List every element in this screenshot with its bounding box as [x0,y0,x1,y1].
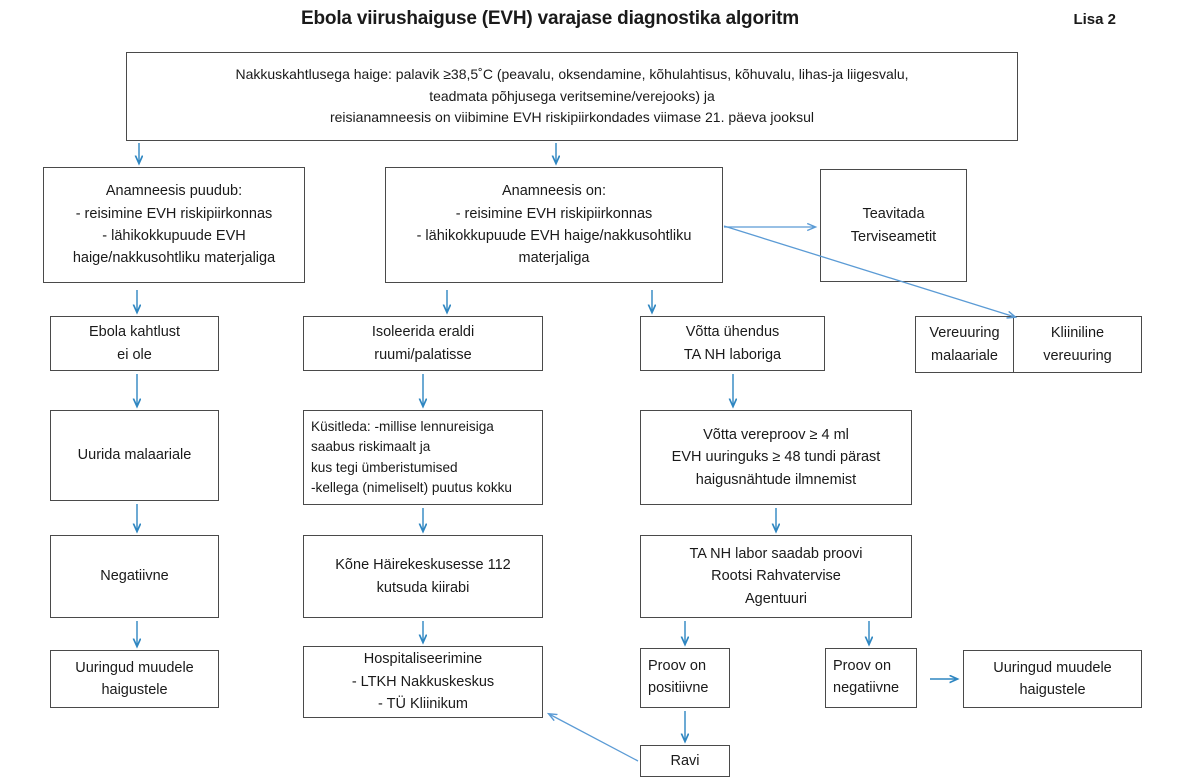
node-blood-test-malaria[interactable]: Vereuuring malaariale [915,316,1014,373]
node-line: Kliiniline [1050,325,1105,342]
annex-label: Lisa 2 [1073,11,1116,28]
node-sample-negative[interactable]: Proov on negatiivne [825,648,917,708]
node-line: saabus riskimaalt ja [311,439,431,455]
node-lab-sends-sample[interactable]: TA NH labor saadab proovi Rootsi Rahvate… [640,535,912,618]
page-title: Ebola viirushaiguse (EVH) varajase diagn… [301,8,799,29]
node-line: - reisimine EVH riskipiirkonnas [455,205,653,222]
node-line: positiivne [648,680,709,696]
node-other-diseases-left[interactable]: Uuringud muudele haigustele [50,650,219,708]
node-line: TA NH labor saadab proovi [689,545,863,562]
node-isolate[interactable]: Isoleerida eraldi ruumi/palatisse [303,316,543,371]
node-line: teadmata põhjusega veritsemine/verejooks… [429,87,715,104]
node-line: - lähikokkupuude EVH haige/nakkusohtliku [416,228,692,244]
node-line: Agentuuri [744,590,808,607]
node-contact-lab[interactable]: Võtta ühendus TA NH laboriga [640,316,825,371]
node-line: vereuuring [1043,347,1112,364]
node-line: kutsuda kiirabi [376,579,470,596]
node-line: Kõne Häirekeskusesse 112 [335,557,511,574]
node-line: materjaliga [518,250,590,267]
node-negative[interactable]: Negatiivne [50,535,219,618]
node-line: Ravi [670,752,700,769]
node-line: - TÜ Kliinikum [378,696,468,713]
node-line: haigustele [101,682,168,698]
node-line: EVH uuringuks ≥ 48 tundi pärast [671,449,881,466]
node-line: Proov on [833,658,892,675]
arrow-treatment-to-hospitalise [549,714,639,762]
node-take-blood-sample[interactable]: Võtta vereproov ≥ 4 ml EVH uuringuks ≥ 4… [640,410,912,505]
node-other-diseases-right[interactable]: Uuringud muudele haigustele [963,650,1142,708]
node-line: kus tegi ümberistumised [311,459,458,475]
node-line: Anamneesis puudub: [105,183,243,200]
node-line: Nakkuskahtlusega haige: palavik ≥38,5˚C … [235,65,909,82]
node-line: - LTKH Nakkuskeskus [351,673,495,690]
node-line: haigusnähtude ilmnemist [695,471,857,488]
node-line: Negatiivne [100,568,169,585]
node-call-112[interactable]: Kõne Häirekeskusesse 112 kutsuda kiirabi [303,535,543,618]
node-line: Võtta vereproov ≥ 4 ml [703,426,849,443]
node-line: - lähikokkupuude EVH [102,228,246,244]
node-line: Küsitleda: -millise lennureisiga [311,418,494,434]
node-line: malaariale [931,347,998,364]
node-line: Uurida malaariale [77,447,192,464]
node-line: Uuringud muudele [75,659,194,676]
node-line: Terviseametit [850,228,937,245]
node-line: Anamneesis on: [502,183,606,200]
node-line: Uuringud muudele [993,659,1112,676]
node-line: haigustele [1019,682,1086,698]
node-no-ebola-suspicion[interactable]: Ebola kahtlust ei ole [50,316,219,371]
node-line: Rootsi Rahvatervise [711,568,841,585]
node-treatment[interactable]: Ravi [640,745,730,777]
node-line: Isoleerida eraldi [371,324,475,341]
node-hospitalise[interactable]: Hospitaliseerimine - LTKH Nakkuskeskus -… [303,646,543,718]
node-line: Proov on [648,658,707,675]
node-line: negatiivne [833,680,900,696]
node-line: ei ole [117,346,152,363]
node-line: reisianamneesis on viibimine EVH riskipi… [329,109,814,126]
node-interview[interactable]: Küsitleda: -millise lennureisiga saabus … [303,410,543,505]
node-history-present[interactable]: Anamneesis on: - reisimine EVH riskipiir… [385,167,723,283]
node-line: -kellega (nimeliselt) puutus kokku [311,479,512,495]
node-line: - reisimine EVH riskipiirkonnas [75,205,273,222]
node-line: haige/nakkusohtliku materjaliga [72,250,276,267]
node-line: Hospitaliseerimine [363,651,483,668]
node-clinical-blood-test[interactable]: Kliiniline vereuuring [1013,316,1142,373]
node-history-absent[interactable]: Anamneesis puudub: - reisimine EVH riski… [43,167,305,283]
node-line: Vereuuring [929,325,1000,342]
node-suspect-case[interactable]: Nakkuskahtlusega haige: palavik ≥38,5˚C … [126,52,1018,141]
node-line: Teavitada [862,206,925,223]
node-line: ruumi/palatisse [374,346,472,363]
node-sample-positive[interactable]: Proov on positiivne [640,648,730,708]
node-line: TA NH laboriga [683,346,782,363]
node-notify-health-board[interactable]: Teavitada Terviseametit [820,169,967,282]
node-investigate-malaria[interactable]: Uurida malaariale [50,410,219,501]
node-line: Ebola kahtlust [88,324,181,341]
node-line: Võtta ühendus [685,324,780,341]
